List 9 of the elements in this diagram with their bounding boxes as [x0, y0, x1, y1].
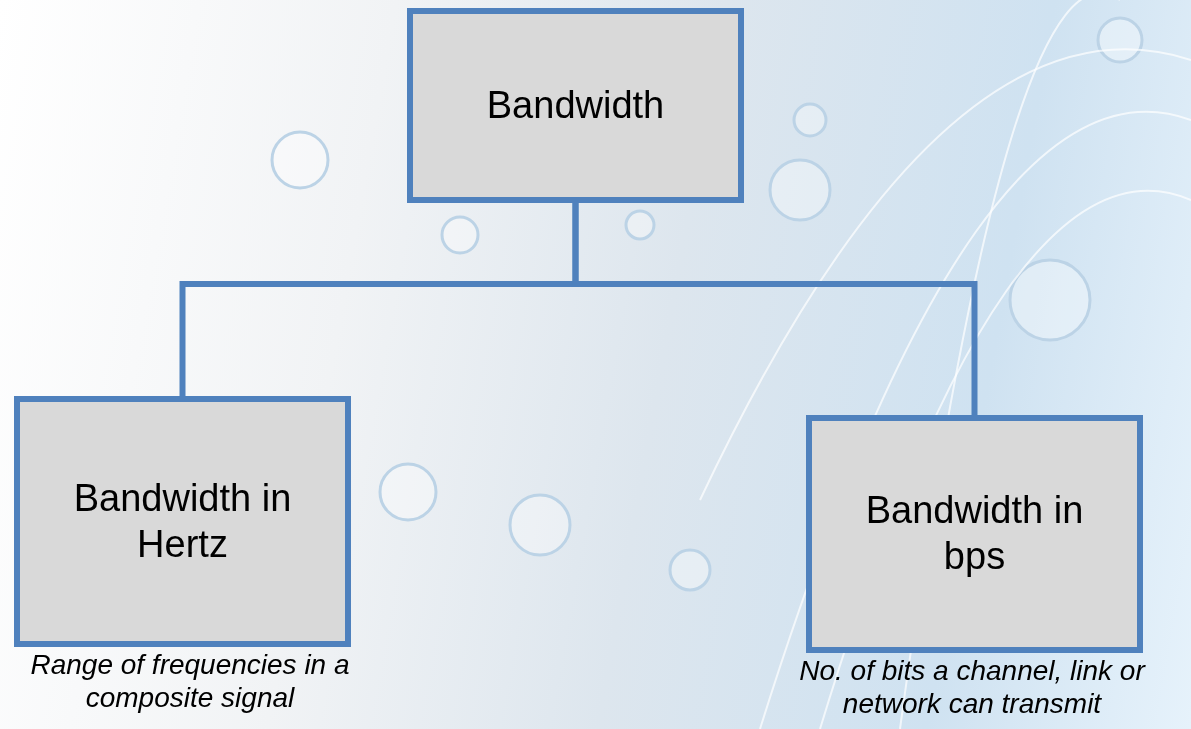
node-label: Range of frequencies in a composite signal	[29, 648, 351, 715]
box-label: Bandwidth in bps	[864, 488, 1085, 579]
process-box	[407, 8, 744, 203]
box-label: Bandwidth	[485, 82, 666, 128]
node-label: No. of bits a channel, link or network can transmit	[798, 654, 1147, 721]
box-label: Bandwidth in Hertz	[72, 475, 293, 567]
process-box	[806, 415, 1143, 653]
process-box	[14, 396, 351, 647]
connector-line	[572, 203, 978, 415]
